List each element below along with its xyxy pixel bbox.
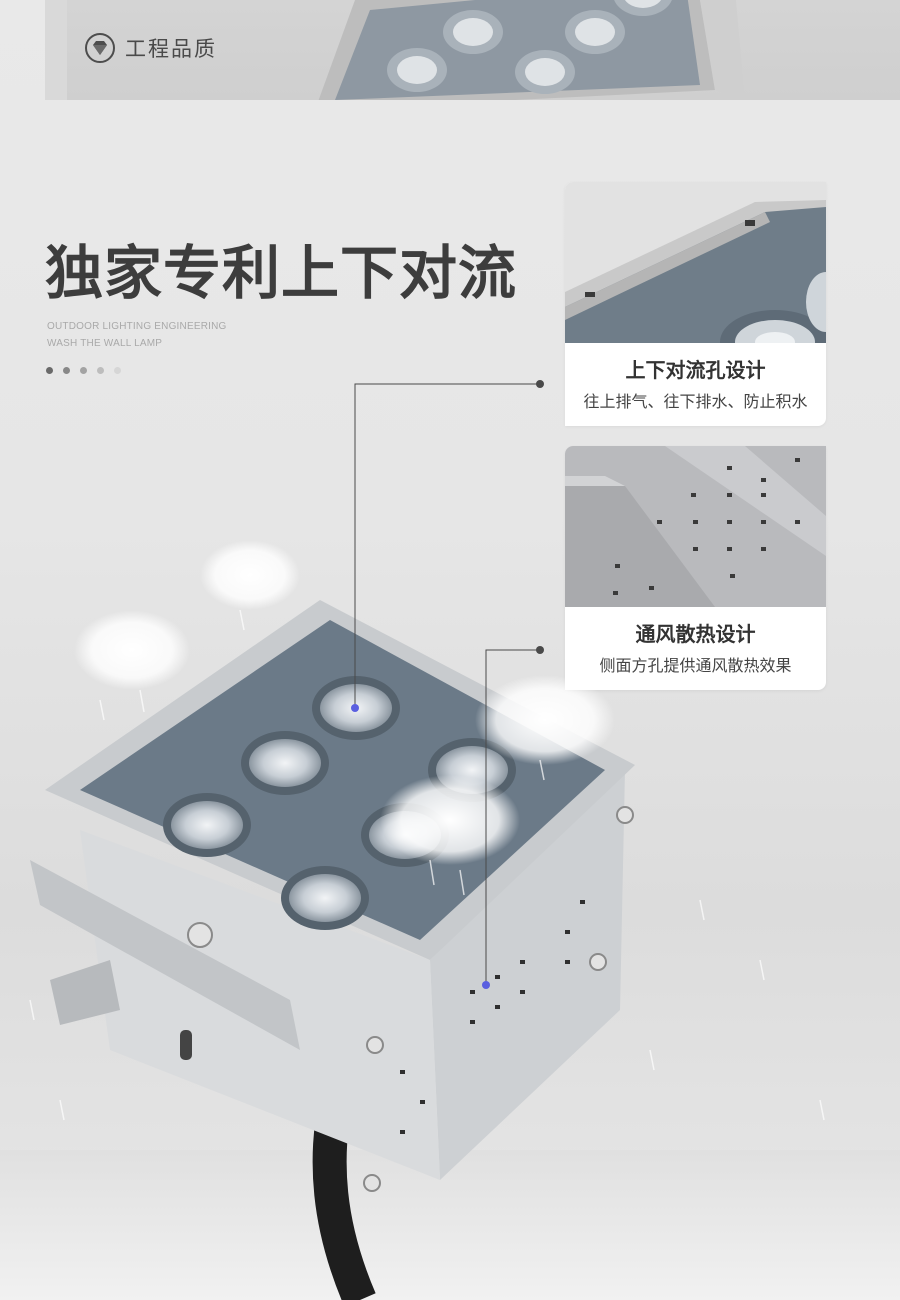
dot xyxy=(80,367,87,374)
feature-card-ventilation: 通风散热设计 侧面方孔提供通风散热效果 xyxy=(565,446,826,690)
subtitle: OUTDOOR LIGHTING ENGINEERING WASH THE WA… xyxy=(47,318,227,352)
dot xyxy=(97,367,104,374)
ventilation-detail-image xyxy=(565,446,826,607)
banner-strip xyxy=(45,0,67,100)
feature-desc: 侧面方孔提供通风散热效果 xyxy=(599,656,792,675)
badge-text: 工程品质 xyxy=(125,37,217,61)
convection-detail-image xyxy=(565,182,826,343)
pager-dots xyxy=(46,367,121,374)
dot xyxy=(114,367,121,374)
page-title: 独家专利上下对流 xyxy=(45,239,518,307)
dot xyxy=(46,367,53,374)
feature-desc: 往上排气、往下排水、防止积水 xyxy=(583,392,808,411)
banner-product-image xyxy=(318,0,745,100)
feature-title: 上下对流孔设计 xyxy=(625,358,766,382)
feature-title: 通风散热设计 xyxy=(635,622,756,646)
feature-card-convection: 上下对流孔设计 往上排气、往下排水、防止积水 xyxy=(565,182,826,426)
quality-badge: 工程品质 xyxy=(85,33,217,63)
top-banner: 工程品质 xyxy=(45,0,900,100)
product-image xyxy=(0,540,900,1300)
dot xyxy=(63,367,70,374)
subtitle-line-1: OUTDOOR LIGHTING ENGINEERING xyxy=(47,321,227,332)
subtitle-line-2: WASH THE WALL LAMP xyxy=(47,338,163,349)
diamond-icon xyxy=(85,33,115,63)
